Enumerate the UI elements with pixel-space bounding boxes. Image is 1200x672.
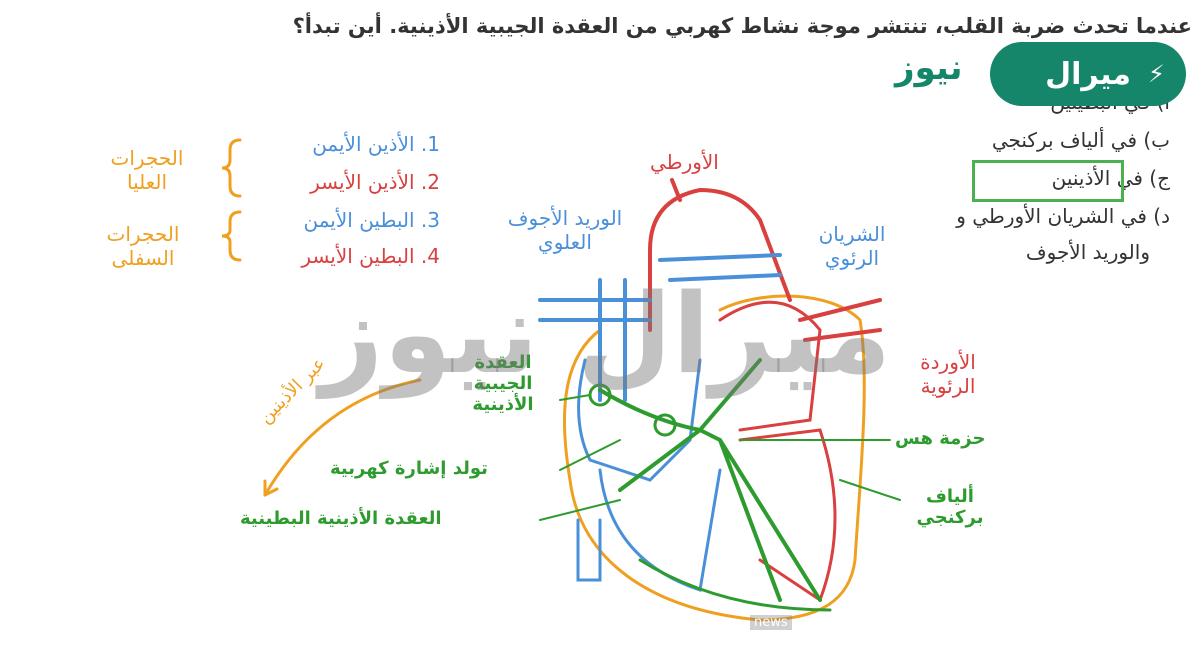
pulmonary-artery — [538, 253, 782, 322]
arrowhead — [263, 479, 279, 497]
chamber-1: 1. الأذين الأيمن — [312, 132, 440, 156]
purkinje-fibers — [638, 558, 832, 612]
svc-label: الوريد الأجوف العلوي — [507, 206, 623, 254]
across-atria-arrow — [263, 378, 422, 497]
footer-news: news — [750, 615, 792, 630]
chamber-2: 2. الأذين الأيسر — [310, 170, 440, 194]
pulmonary-veins — [798, 298, 882, 342]
sa-node-label: العقدة الجيبية الأذينية — [472, 352, 534, 415]
logo-text: نيوز — [895, 48, 963, 88]
bracket-lower — [221, 210, 242, 262]
option-d-cont: والوريد الأجوف — [1025, 240, 1150, 264]
option-b: ب) في ألياف بركنجي — [991, 128, 1170, 152]
question-text: عندما تحدث ضربة القلب، تنتشر موجة نشاط ك… — [292, 14, 1192, 38]
chamber-4: 4. البطين الأيسر — [301, 244, 440, 268]
his-bundle-label: حزمة هس — [895, 428, 986, 449]
label-leader-sa — [539, 394, 901, 521]
signal-label: تولد إشارة كهربية — [330, 458, 488, 479]
watermark: ميرال نيوز — [320, 270, 892, 398]
pulmonary-veins-label: الأوردة الرئوية — [920, 350, 976, 398]
av-node-label: العقدة الأذينية البطينية — [240, 508, 442, 529]
aorta-label: الأورطي — [650, 150, 719, 174]
chamber-3: 3. البطين الأيمن — [303, 208, 440, 232]
av-node — [653, 413, 677, 437]
option-c: ج) في الأذينين — [1051, 166, 1170, 190]
pulmonary-artery-label: الشريان الرئوي — [818, 222, 886, 270]
logo-badge: ميرال — [990, 42, 1186, 106]
left-atrium — [718, 300, 822, 432]
lightning-icon: ⚡ — [1148, 60, 1165, 88]
aorta — [648, 187, 792, 332]
right-atrium — [577, 358, 702, 482]
selected-answer-box — [972, 160, 1124, 202]
inferior-vena-cava — [576, 518, 602, 582]
lower-chambers-label: الحجرات السفلى — [106, 222, 180, 270]
purkinje-label: ألياف بركنجي — [916, 486, 984, 528]
upper-chambers-label: الحجرات العليا — [110, 146, 184, 194]
bracket-upper — [221, 138, 242, 198]
aorta-arrow — [670, 178, 682, 202]
left-ventricle — [738, 428, 837, 603]
option-d: د) في الشريان الأورطي و — [956, 204, 1170, 228]
